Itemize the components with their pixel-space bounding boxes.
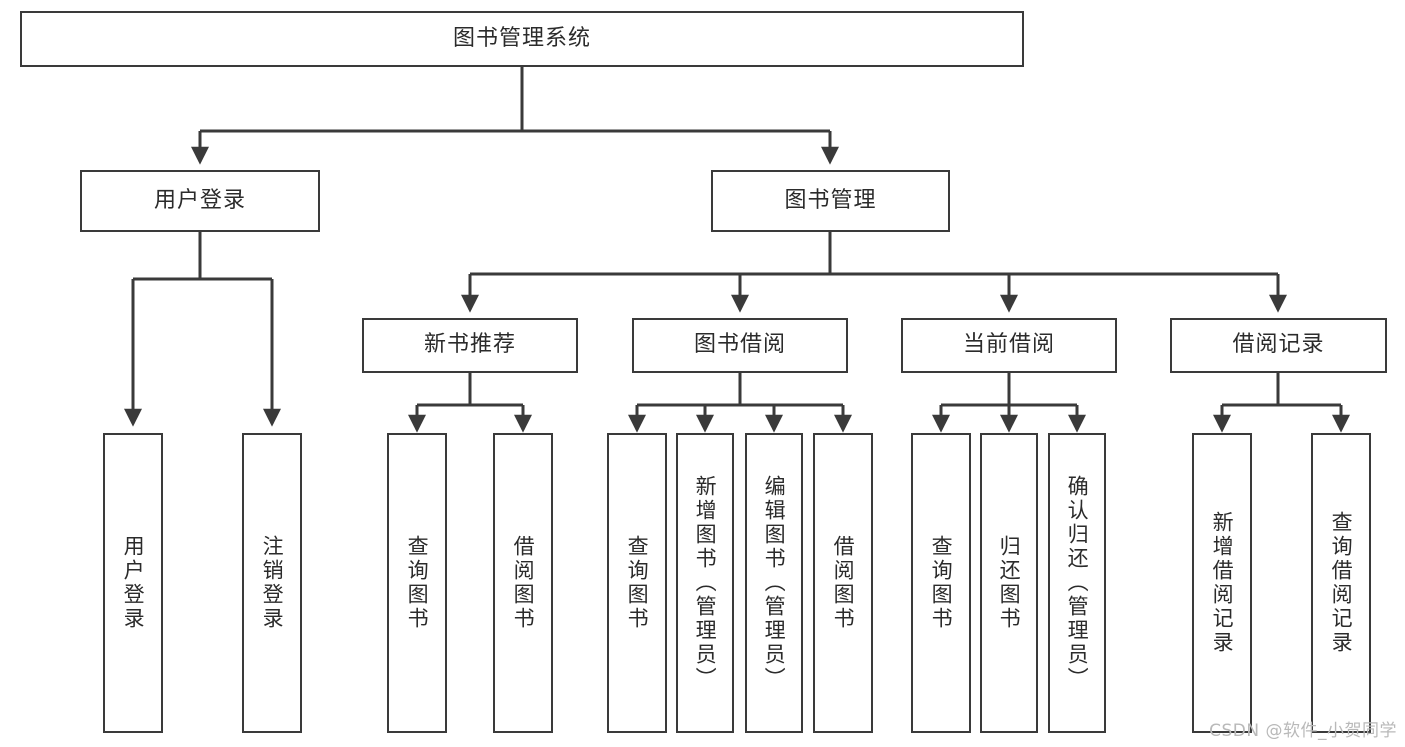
node-label: 图书管理	[784, 187, 877, 213]
node-user-login[interactable]: 用户登录	[80, 170, 320, 232]
node-label: 查询图书	[625, 535, 650, 631]
leaf-book-borrow-edit-book-admin[interactable]: 编辑图书（管理员）	[745, 433, 803, 733]
node-label: 查询图书	[405, 535, 430, 631]
node-label: 新增图书（管理员）	[693, 475, 718, 691]
node-label: 当前借阅	[962, 332, 1055, 358]
leaf-book-borrow-query-book[interactable]: 查询图书	[607, 433, 667, 733]
node-label: 新增借阅记录	[1210, 511, 1235, 655]
leaf-current-borrow-return-book[interactable]: 归还图书	[980, 433, 1038, 733]
leaf-borrow-records-query-record[interactable]: 查询借阅记录	[1311, 433, 1371, 733]
leaf-borrow-records-add-record[interactable]: 新增借阅记录	[1192, 433, 1252, 733]
node-book-borrow[interactable]: 图书借阅	[632, 318, 848, 373]
node-label: 归还图书	[997, 535, 1022, 631]
node-label: 新书推荐	[423, 332, 516, 358]
node-label: 注销登录	[260, 535, 285, 631]
node-new-book-recommend[interactable]: 新书推荐	[362, 318, 578, 373]
node-label: 图书管理系统	[452, 25, 591, 51]
node-label: 查询借阅记录	[1329, 511, 1354, 655]
leaf-new-book-borrow-book[interactable]: 借阅图书	[493, 433, 553, 733]
leaf-current-borrow-confirm-return-admin[interactable]: 确认归还（管理员）	[1048, 433, 1106, 733]
node-label: 查询图书	[929, 535, 954, 631]
node-label: 图书借阅	[693, 332, 786, 358]
node-label: 借阅图书	[511, 535, 536, 631]
leaf-book-borrow-add-book-admin[interactable]: 新增图书（管理员）	[676, 433, 734, 733]
node-label: 用户登录	[153, 187, 246, 213]
node-label: 编辑图书（管理员）	[762, 475, 787, 691]
node-borrow-records[interactable]: 借阅记录	[1170, 318, 1387, 373]
node-label: 借阅图书	[831, 535, 856, 631]
leaf-user-login-login[interactable]: 用户登录	[103, 433, 163, 733]
node-book-management[interactable]: 图书管理	[711, 170, 950, 232]
node-label: 确认归还（管理员）	[1065, 475, 1090, 691]
node-label: 用户登录	[121, 535, 146, 631]
node-current-borrow[interactable]: 当前借阅	[901, 318, 1117, 373]
leaf-book-borrow-borrow-book[interactable]: 借阅图书	[813, 433, 873, 733]
node-root-book-management-system[interactable]: 图书管理系统	[20, 11, 1024, 67]
leaf-new-book-query-book[interactable]: 查询图书	[387, 433, 447, 733]
leaf-user-login-logout[interactable]: 注销登录	[242, 433, 302, 733]
leaf-current-borrow-query-book[interactable]: 查询图书	[911, 433, 971, 733]
node-label: 借阅记录	[1232, 332, 1325, 358]
